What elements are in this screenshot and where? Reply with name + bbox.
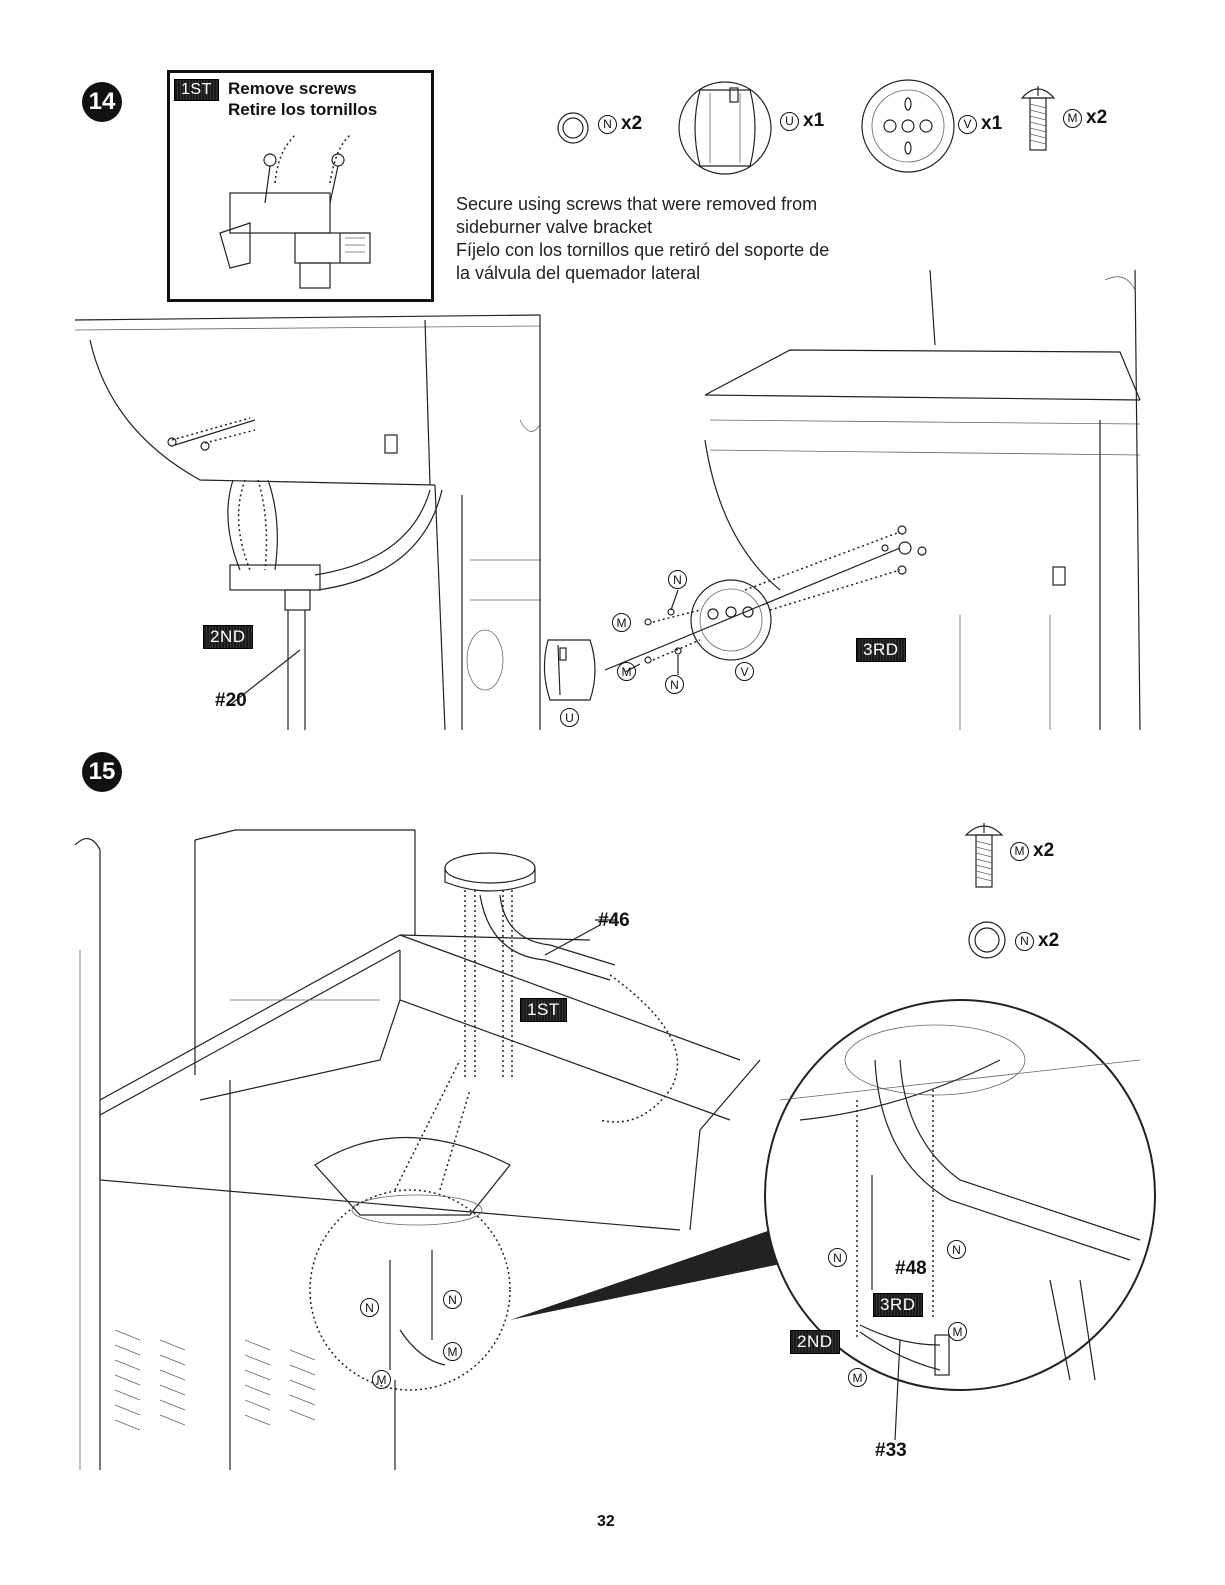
step15-part-n-count: x2: [1038, 930, 1059, 952]
step15-part-m-letter: M: [1010, 842, 1029, 861]
step15-label-m-right: M: [443, 1342, 462, 1361]
part-label-20: #20: [215, 690, 247, 712]
zoom-label-m-right: M: [948, 1322, 967, 1341]
note-es-line2: la válvula del quemador lateral: [456, 262, 856, 285]
tag-1st: 1ST: [520, 998, 567, 1022]
label-m-left: M: [612, 613, 631, 632]
zoom-label-n-left: N: [828, 1248, 847, 1267]
step15-label-n-left: N: [360, 1298, 379, 1317]
step15-part-m-qty: M x2: [1010, 840, 1054, 862]
label-u: U: [560, 708, 579, 727]
valve-bracket-illustration: [170, 73, 431, 299]
zoom-label-m-left: M: [848, 1368, 867, 1387]
part-n-qty: N x2: [598, 113, 642, 135]
label-n-upper: N: [668, 570, 687, 589]
part-label-33: #33: [875, 1440, 907, 1462]
part-v-qty: V x1: [958, 113, 1002, 135]
part-n-letter: N: [598, 115, 617, 134]
part-label-46: #46: [598, 910, 630, 932]
tag-3rd: 3RD: [856, 638, 906, 662]
label-n-lower: N: [665, 675, 684, 694]
step-14-badge: 14: [82, 82, 122, 122]
part-n-count: x2: [621, 113, 642, 135]
part-m-letter: M: [1063, 109, 1082, 128]
part-v-count: x1: [981, 113, 1002, 135]
step15-part-n-qty: N x2: [1015, 930, 1059, 952]
part-u-letter: U: [780, 112, 799, 131]
label-m-lower: M: [617, 662, 636, 681]
part-u-count: x1: [803, 110, 824, 132]
zoom-tag-2nd: 2ND: [790, 1330, 840, 1354]
note-en-line1: Secure using screws that were removed fr…: [456, 193, 856, 216]
page-number: 32: [597, 1513, 615, 1531]
note-en-line2: sideburner valve bracket: [456, 216, 856, 239]
step15-part-n-letter: N: [1015, 932, 1034, 951]
zoom-tag-3rd: 3RD: [873, 1293, 923, 1317]
part-m-count: x2: [1086, 107, 1107, 129]
step15-part-m-count: x2: [1033, 840, 1054, 862]
instruction-note: Secure using screws that were removed fr…: [456, 193, 856, 285]
part-v-letter: V: [958, 115, 977, 134]
remove-screws-callout: 1ST Remove screws Retire los tornillos: [167, 70, 434, 302]
note-es-line1: Fíjelo con los tornillos que retiró del …: [456, 239, 856, 262]
step-15-badge: 15: [82, 752, 122, 792]
step15-label-n-right: N: [443, 1290, 462, 1309]
zoom-label-n-right: N: [947, 1240, 966, 1259]
tag-2nd: 2ND: [203, 625, 253, 649]
part-u-qty: U x1: [780, 110, 824, 132]
part-m-qty: M x2: [1063, 107, 1107, 129]
step15-label-m-left: M: [372, 1370, 391, 1389]
label-v: V: [735, 662, 754, 681]
part-label-48: #48: [895, 1258, 927, 1280]
